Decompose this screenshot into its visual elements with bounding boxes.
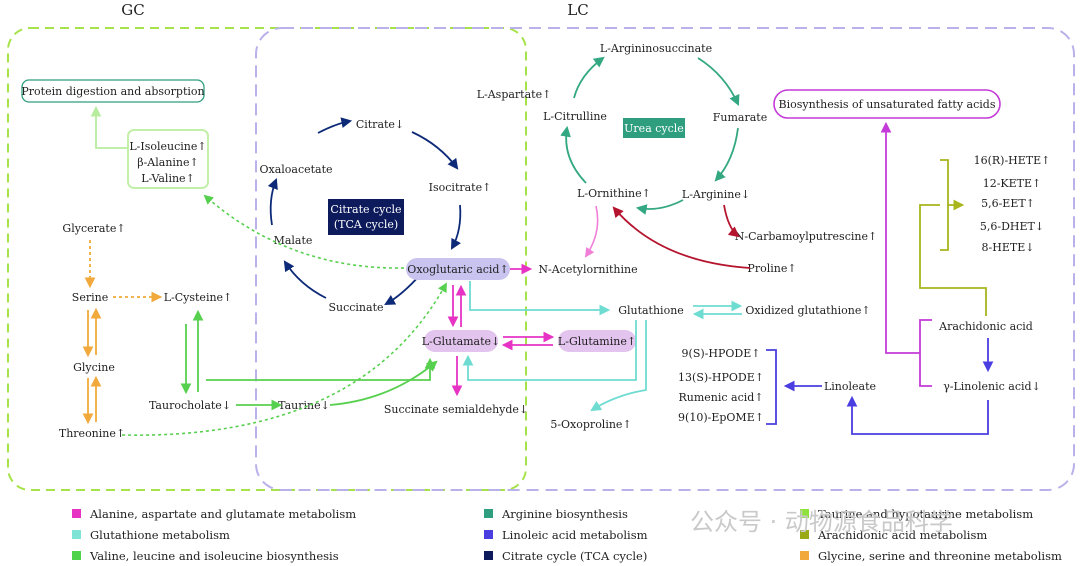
gc-header: GC — [121, 1, 144, 19]
legend-label: Linoleic acid metabolism — [502, 528, 648, 542]
ornithine-node: L-Ornithine↑ — [577, 187, 651, 200]
cysteine-node: L-Cysteine↑ — [164, 291, 233, 304]
acetylornithine-node: N-Acetylornithine — [538, 263, 637, 276]
legend: Alanine, aspartate and glutamate metabol… — [72, 507, 1062, 563]
glutathione-arrows — [462, 281, 743, 412]
oxoproline-node: 5-Oxoproline↑ — [550, 418, 631, 431]
legend-swatch — [800, 530, 809, 539]
rumenic-acid: Rumenic acid↑ — [678, 391, 763, 404]
taurocholate-node: Taurocholate↓ — [149, 399, 231, 412]
kete-12: 12-KETE↑ — [983, 177, 1042, 190]
epome: 9(10)-EpOME↑ — [678, 411, 764, 424]
taurine-arrows — [180, 309, 438, 411]
glutathione-node: Glutathione — [618, 304, 684, 317]
lc-region — [255, 27, 1075, 491]
protein-node: Protein digestion and absorption — [21, 85, 204, 98]
linoleate-node: Linoleate — [824, 380, 876, 393]
ornithine-to-acetylornithine-arrow — [584, 205, 599, 258]
tca-label-line2: (TCA cycle) — [334, 218, 398, 231]
legend-swatch — [484, 530, 493, 539]
citrate-node: Citrate↓ — [356, 118, 404, 131]
arachidonic-node: Arachidonic acid — [938, 320, 1033, 333]
watermark: 公众号 · 动物源食品科学 — [690, 508, 953, 536]
legend-label: Arginine biosynthesis — [501, 507, 628, 521]
legend-label: Glycine, serine and threonine metabolism — [818, 549, 1062, 563]
glutamate-arrows — [447, 263, 555, 397]
urea-label-box — [623, 118, 685, 138]
hpode-9s: 9(S)-HPODE↑ — [682, 347, 761, 360]
legend-swatch — [484, 551, 493, 560]
oxaloacetate-node: Oxaloacetate — [259, 163, 332, 176]
arginine-node: L-Arginine↓ — [682, 188, 750, 201]
linoleic-arrows — [766, 338, 994, 435]
legend-label: Citrate cycle (TCA cycle) — [502, 549, 647, 563]
legend-swatch — [484, 509, 493, 518]
lc-header: LC — [567, 1, 588, 19]
threonine-node: Threonine↑ — [59, 427, 125, 440]
threonine-to-oxoglutaric-arrow — [121, 282, 447, 436]
taurine-node: Taurine↓ — [278, 399, 330, 412]
isocitrate-node: Isocitrate↑ — [429, 181, 492, 194]
unsat-node: Biosynthesis of unsaturated fatty acids — [779, 98, 996, 111]
hete-8: 8-HETE↓ — [982, 241, 1035, 254]
legend-swatch — [800, 551, 809, 560]
argininosuccinate-node: L-Argininosuccinate — [600, 42, 712, 55]
aspartate-node: L-Aspartate↑ — [477, 88, 552, 101]
glutamine-box — [558, 330, 636, 352]
arachidonic-arrows — [919, 159, 987, 316]
linolenic-node: γ-Linolenic acid↓ — [943, 380, 1041, 393]
eet-56: 5,6-EET↑ — [981, 197, 1035, 210]
bcaa-valine: L-Valine↑ — [141, 172, 195, 185]
legend-swatch — [800, 509, 809, 518]
glutamate-box — [424, 330, 498, 352]
protein-box — [21, 79, 205, 103]
legend-swatch — [72, 509, 81, 518]
urea-cycle-arrows — [560, 56, 740, 215]
legend-label: Arachidonic acid metabolism — [817, 528, 987, 542]
hpode-13s: 13(S)-HPODE↑ — [678, 371, 764, 384]
fumarate-node: Fumarate — [713, 111, 767, 124]
legend-label: Glutathione metabolism — [90, 528, 230, 542]
tca-label-line1: Citrate cycle — [330, 203, 401, 216]
oxoglutaric-to-bcaa-arrow — [203, 194, 405, 269]
legend-label: Taurine and hypotaurine metabolism — [818, 507, 1033, 521]
urea-label: Urea cycle — [624, 122, 684, 135]
proline-node: Proline↑ — [747, 262, 796, 275]
proline-to-ornithine-arrow — [612, 206, 751, 269]
dhet-56: 5,6-DHET↓ — [980, 220, 1044, 233]
legend-swatch — [72, 551, 81, 560]
carbamoyl-node: N-Carbamoylputrescine↑ — [735, 230, 877, 243]
bcaa-alanine: β-Alanine↑ — [137, 156, 199, 169]
legend-swatch — [72, 530, 81, 539]
bcaa-isoleucine: L-Isoleucine↑ — [129, 140, 206, 153]
oxoglutaric-box — [406, 258, 510, 280]
glutamine-node: L-Glutamine↑ — [558, 335, 636, 348]
legend-label: Alanine, aspartate and glutamate metabol… — [89, 507, 356, 521]
serine-node: Serine — [72, 291, 108, 304]
glycerate-node: Glycerate↑ — [62, 222, 125, 235]
bcaa-box — [127, 129, 209, 189]
glycine-node: Glycine — [73, 361, 115, 374]
succinate-node: Succinate — [328, 301, 383, 314]
legend-label: Valine, leucine and isoleucine biosynthe… — [89, 549, 339, 563]
unsat-box — [773, 89, 1001, 119]
tca-label-box — [328, 199, 404, 235]
glutamate-node: L-Glutamate↓ — [422, 335, 501, 348]
hete-16r: 16(R)-HETE↑ — [974, 154, 1051, 167]
unsat-arrows — [880, 121, 932, 387]
bcaa-to-protein-arrow — [90, 105, 128, 149]
citrulline-node: L-Citrulline — [543, 110, 607, 123]
malate-node: Malate — [274, 234, 313, 247]
oxidized-gsh-node: Oxidized glutathione↑ — [745, 304, 870, 317]
arginine-to-carbamoyl-arrow — [723, 204, 740, 238]
succ-semialdehyde-node: Succinate semialdehyde↓ — [384, 403, 528, 416]
oxoglutaric-node: Oxoglutaric acid↑ — [407, 263, 508, 276]
gly-ser-thr-arrows — [82, 240, 163, 425]
